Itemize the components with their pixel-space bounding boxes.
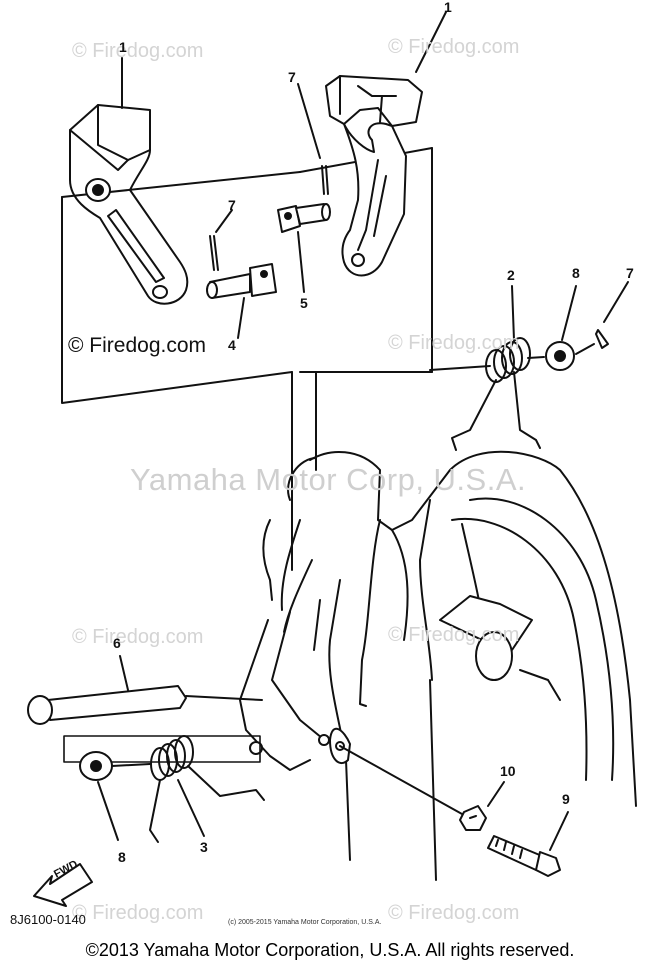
callout-part-8-left: 8: [118, 849, 126, 865]
callout-part-6: 6: [113, 635, 121, 651]
pin-part-4: [206, 263, 277, 339]
callout-part-10: 10: [500, 763, 516, 779]
spring-part-2: [451, 285, 541, 451]
watermark-firedog-solid: © Firedog.com: [68, 334, 207, 357]
callout-part-9: 9: [562, 791, 570, 807]
watermark-firedog: © Firedog.com: [72, 626, 204, 648]
lever-part-1-right: [325, 11, 447, 277]
pin-part-5: [277, 203, 331, 293]
callout-part-1-right: 1: [444, 0, 452, 15]
nut-part-10: [459, 781, 505, 831]
pedal-bracket-body: [239, 450, 637, 881]
watermark-firedog: © Firedog.com: [72, 40, 204, 62]
watermark-firedog: © Firedog.com: [388, 902, 520, 924]
axis-line-upper-3: [575, 343, 595, 355]
washer-part-8-upper: [545, 285, 577, 371]
spring-part-3: [111, 735, 265, 843]
callout-part-4: 4: [228, 337, 236, 353]
diagram-code: 8J6100-0140: [10, 912, 86, 927]
callout-part-5: 5: [300, 295, 308, 311]
footer-copyright: ©2013 Yamaha Motor Corporation, U.S.A. A…: [85, 940, 575, 960]
watermark-yamaha: Yamaha Motor Corp, U.S.A.: [130, 462, 527, 497]
callout-part-7-mid: 7: [288, 69, 296, 85]
watermark-firedog: © Firedog.com: [72, 902, 204, 924]
clevis-pin-part-6: [27, 655, 263, 725]
fwd-arrow-icon: [33, 863, 93, 907]
bolt-part-9: [487, 811, 569, 877]
axis-line-upper: [429, 365, 491, 371]
cotter-pin-part-7-left: [209, 209, 233, 271]
mini-copyright: (c) 2005-2015 Yamaha Motor Corporation, …: [228, 919, 382, 926]
watermark-firedog: © Firedog.com: [388, 624, 520, 646]
axis-line-upper-2: [527, 356, 545, 359]
callout-part-2: 2: [507, 267, 515, 283]
callout-part-3: 3: [200, 839, 208, 855]
callout-part-7-right: 7: [626, 265, 634, 281]
callout-part-1-left: 1: [119, 39, 127, 55]
lever-part-1-left: [69, 57, 189, 305]
assembly-axis-line: [339, 745, 463, 815]
watermark-firedog: © Firedog.com: [388, 36, 520, 58]
cotter-pin-part-7-mid: [297, 83, 329, 195]
callout-part-7-left: 7: [228, 197, 236, 213]
washer-part-8-lower: [63, 735, 261, 841]
cotter-pin-part-7-right: [595, 281, 629, 349]
callout-part-8-right: 8: [572, 265, 580, 281]
watermark-firedog: © Firedog.com: [388, 332, 520, 354]
